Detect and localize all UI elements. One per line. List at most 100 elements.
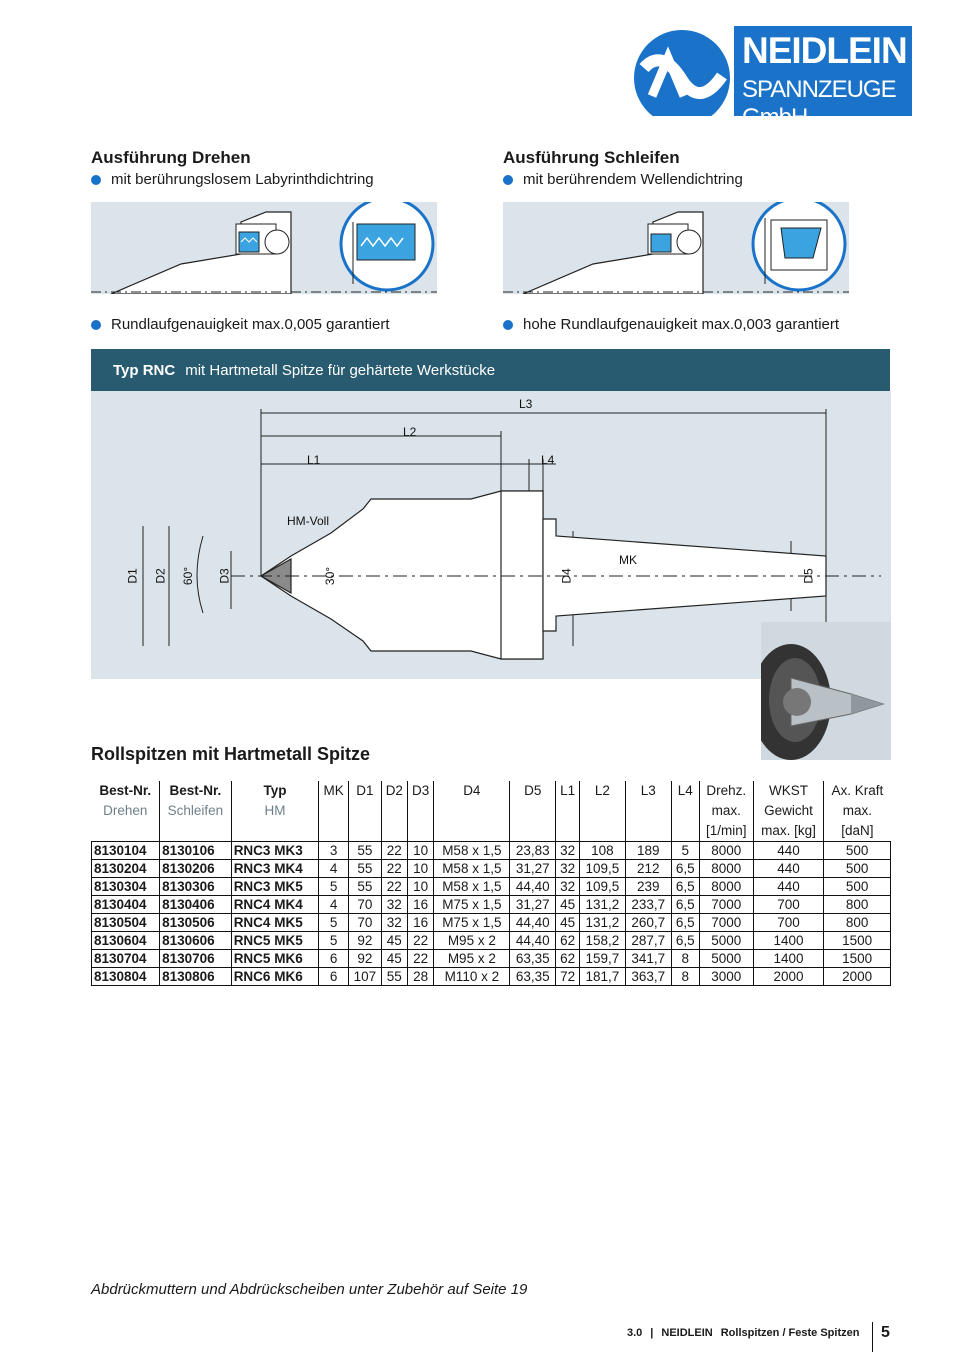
header-line: [1/min] — [705, 823, 747, 838]
table-title: Rollspitzen mit Hartmetall Spitze — [91, 744, 371, 764]
dim-D5: D5 — [801, 568, 816, 584]
table-cell: 8130104 — [90, 841, 161, 860]
table-cell: 8130206 — [159, 859, 232, 878]
table-cell: 70 — [348, 895, 382, 914]
header-line: HM — [264, 803, 286, 818]
footer-section: 3.0 — [627, 1327, 643, 1339]
table-cell: 6,5 — [670, 877, 700, 896]
header-line — [351, 801, 379, 821]
table-cell: 8130806 — [159, 967, 232, 986]
table-cell: 107 — [348, 967, 382, 986]
table-cell: 32 — [380, 895, 408, 914]
header-line — [410, 801, 431, 821]
table-cell: 8130106 — [159, 841, 232, 860]
table-cell: 8130306 — [159, 877, 232, 896]
header-line — [582, 801, 623, 821]
table-header-cell: D1 — [348, 781, 382, 842]
header-line — [558, 821, 577, 841]
table-cell: 212 — [624, 859, 672, 878]
table-cell: RNC3 MK4 — [230, 859, 320, 878]
header-line: L3 — [640, 783, 656, 798]
table-cell: 341,7 — [624, 949, 672, 968]
table-cell: 7000 — [698, 895, 754, 914]
table-header-cell: D5 — [509, 781, 557, 842]
header-line — [582, 821, 623, 841]
header-line — [234, 821, 317, 841]
table-cell: 5 — [318, 877, 350, 896]
table-cell: 6,5 — [670, 913, 700, 932]
dim-D3: D3 — [217, 568, 232, 584]
table-cell: 4 — [318, 859, 350, 878]
product-photo — [761, 622, 891, 760]
table-header-cell: MK — [318, 781, 350, 842]
table-cell: 10 — [406, 877, 435, 896]
shaft-seal-drawing — [503, 196, 849, 295]
table-cell: 440 — [752, 859, 825, 878]
header-line — [351, 821, 379, 841]
table-cell: 5000 — [698, 949, 754, 968]
right-bullet-text: mit berührendem Wellendichtring — [523, 171, 743, 188]
header-line — [674, 821, 697, 841]
footer-divider — [872, 1322, 873, 1352]
brand-logo — [622, 18, 912, 126]
dim-D1: D1 — [125, 568, 140, 584]
table-cell: 8130804 — [90, 967, 161, 986]
table-cell: 70 — [348, 913, 382, 932]
right-accuracy: hohe Rundlaufgenauigkeit max.0,003 garan… — [503, 316, 839, 333]
table-cell: 8130506 — [159, 913, 232, 932]
table-cell: 2000 — [823, 967, 891, 986]
table-cell: 500 — [823, 877, 891, 896]
table-cell: 10 — [406, 859, 435, 878]
header-line: L1 — [560, 783, 576, 798]
brand-subtitle: SPANNZEUGE GmbH — [742, 76, 897, 131]
technical-drawing: L3 L2 L1 L4 HM-Voll MK D1 D2 60° D3 30° … — [91, 391, 891, 679]
table-cell: 22 — [380, 877, 408, 896]
header-line: L4 — [677, 783, 693, 798]
table-cell: 6 — [318, 949, 350, 968]
rollspitze-dimension-drawing — [142, 409, 881, 660]
header-line — [436, 801, 507, 821]
table-cell: 45 — [555, 895, 580, 914]
logo-mark-icon — [634, 26, 912, 126]
brand-name: NEIDLEIN — [742, 30, 908, 71]
dim-L1: L1 — [307, 453, 321, 467]
table-cell: 8130604 — [90, 931, 161, 950]
table-cell: 22 — [406, 949, 435, 968]
table-cell: 5000 — [698, 931, 754, 950]
table-cell: 131,2 — [578, 913, 626, 932]
table-cell: 233,7 — [624, 895, 672, 914]
dim-angle-60: 60° — [181, 566, 196, 586]
table-cell: 45 — [380, 931, 408, 950]
table-cell: RNC6 MK6 — [230, 967, 320, 986]
table-cell: 55 — [348, 859, 382, 878]
table-cell: 45 — [380, 949, 408, 968]
table-header-cell: L2 — [579, 781, 626, 842]
header-line — [512, 801, 553, 821]
table-cell: 1500 — [823, 931, 891, 950]
table-cell: 500 — [823, 841, 891, 860]
table-cell: 92 — [348, 931, 382, 950]
dim-L3: L3 — [519, 397, 533, 411]
header-line: Drehen — [103, 803, 148, 818]
dim-angle-30: 30° — [323, 566, 338, 586]
table-cell: 3 — [318, 841, 350, 860]
table-cell: 8130204 — [90, 859, 161, 878]
left-section-bullet: mit berührungslosem Labyrinthdichtring — [91, 171, 374, 188]
right-section-title: Ausführung Schleifen — [503, 148, 680, 167]
table-cell: 32 — [380, 913, 408, 932]
table-cell: M58 x 1,5 — [433, 841, 511, 860]
header-line — [674, 801, 697, 821]
table-cell: 260,7 — [624, 913, 672, 932]
table-cell: 22 — [406, 931, 435, 950]
header-line — [162, 821, 229, 841]
table-cell: 800 — [823, 913, 891, 932]
header-line — [628, 801, 669, 821]
